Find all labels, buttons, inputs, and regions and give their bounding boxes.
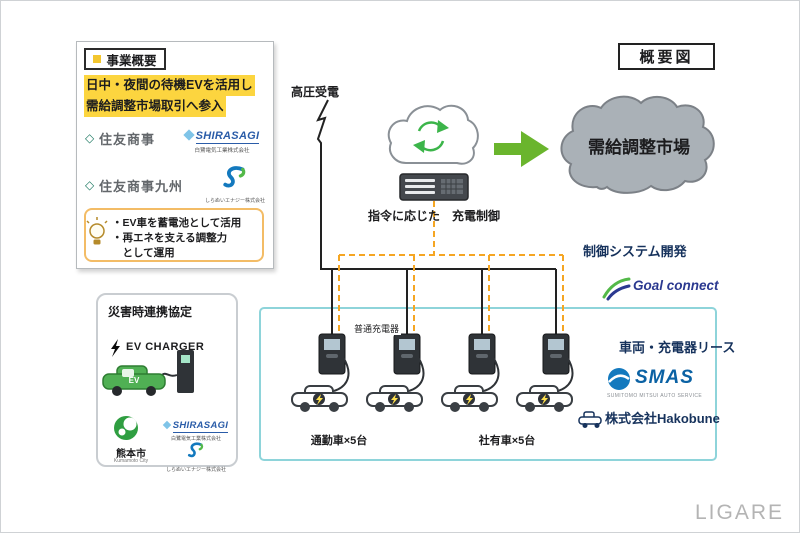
shiranui-logo: しらぬいエナジー株式会社 (205, 164, 265, 204)
overview-diagram-label: 概要図 (618, 43, 715, 70)
ev-charger-wordmark: EV CHARGER (126, 341, 205, 353)
business-points-box: ・EV車を蓄電池として活用 ・再エネを支える調整力 として運用 (84, 208, 264, 262)
goal-connect-wordmark: Goal connect (633, 278, 719, 293)
disaster-agreement-box: 災害時連携協定 EV CHARGER 熊本市 Kumamoto City SHI… (96, 293, 238, 473)
shirasagi-company-sub: 白鷺電気工業株式会社 (194, 148, 250, 154)
shirasagi-logo-small: SHIRASAGI 白鷺電気工業株式会社 (160, 415, 232, 442)
smas-wordmark: SMAS (635, 367, 694, 388)
market-label: 需給調整市場 (588, 138, 690, 157)
business-summary-highlight: 日中・夜間の待機EVを活用し 需給調整市場取引へ参入 (84, 75, 255, 117)
hv-receive-label: 高圧受電 (291, 85, 340, 99)
smas-sub-text: SUMITOMO MITSUI AUTO SERVICE (607, 393, 703, 399)
kumamoto-city-en: Kumamoto City (113, 458, 149, 464)
kumamoto-city-name: 熊本市 (116, 449, 146, 460)
ligare-watermark: LIGARE (695, 501, 785, 524)
business-overview-title-frame: 事業概要 (84, 48, 166, 70)
sumitomo-kyushu-igeta-icon: ◇ (85, 178, 95, 192)
lease-label: 車両・充電器リース (619, 340, 736, 355)
shirasagi-diamond-icon (162, 420, 171, 430)
controller-server-icon (399, 173, 469, 201)
flow-arrow-icon (494, 131, 549, 167)
sumitomo-kyushu-name: 住友商事九州 (99, 179, 184, 194)
commuter-cars-label: 通勤車×5台 (310, 435, 368, 447)
control-system-dev-label: 制御システム開発 (583, 244, 687, 259)
business-overview-box: 事業概要 日中・夜間の待機EVを活用し 需給調整市場取引へ参入 ◇ 住友商事 S… (76, 41, 274, 269)
business-overview-title: 事業概要 (106, 53, 157, 68)
shirasagi-diamond-icon (182, 129, 195, 141)
bullet-point-3: として運用 (112, 247, 175, 259)
shirasagi-wordmark: SHIRASAGI (195, 130, 260, 144)
highlight-line-1: 日中・夜間の待機EVを活用し (84, 75, 255, 96)
charge-control-label: 指令に応じた 充電制御 (367, 209, 500, 223)
ev-badge-text: EV (128, 376, 140, 385)
bullet-point-1: ・EV車を蓄電池として活用 (112, 217, 242, 229)
shiranui-s-icon-small (187, 442, 204, 458)
bullet-point-2: ・再エネを支える調整力 (112, 232, 228, 244)
shiranui-company-sub-small: しらぬいエナジー株式会社 (165, 467, 226, 473)
shirasagi-logo: SHIRASAGI 白鷺電気工業株式会社 (177, 126, 267, 154)
company-cars-label: 社有車×5台 (478, 435, 536, 447)
shiranui-s-icon (223, 166, 246, 188)
hakobune-wordmark: 株式会社Hakobune (605, 411, 720, 426)
sumitomo-igeta-icon: ◇ (85, 131, 95, 145)
shiranui-company-sub: しらぬいエナジー株式会社 (205, 198, 266, 204)
disaster-box-title: 災害時連携協定 (108, 305, 193, 319)
overview-diagram-text: 概要図 (639, 49, 694, 66)
yellow-square-bullet-icon (93, 55, 102, 63)
shirasagi-wordmark-small: SHIRASAGI (172, 420, 229, 433)
sumitomo-name: 住友商事 (99, 132, 156, 147)
cloud-refresh-icon (387, 104, 479, 165)
standard-charger-label: 普通充電器 (352, 322, 402, 335)
highlight-line-2: 需給調整市場取引へ参入 (84, 96, 226, 117)
goal-connect-icon (602, 277, 631, 301)
shirasagi-company-sub-small: 白鷺電気工業株式会社 (170, 436, 221, 442)
shiranui-logo-small: しらぬいエナジー株式会社 (162, 441, 230, 473)
